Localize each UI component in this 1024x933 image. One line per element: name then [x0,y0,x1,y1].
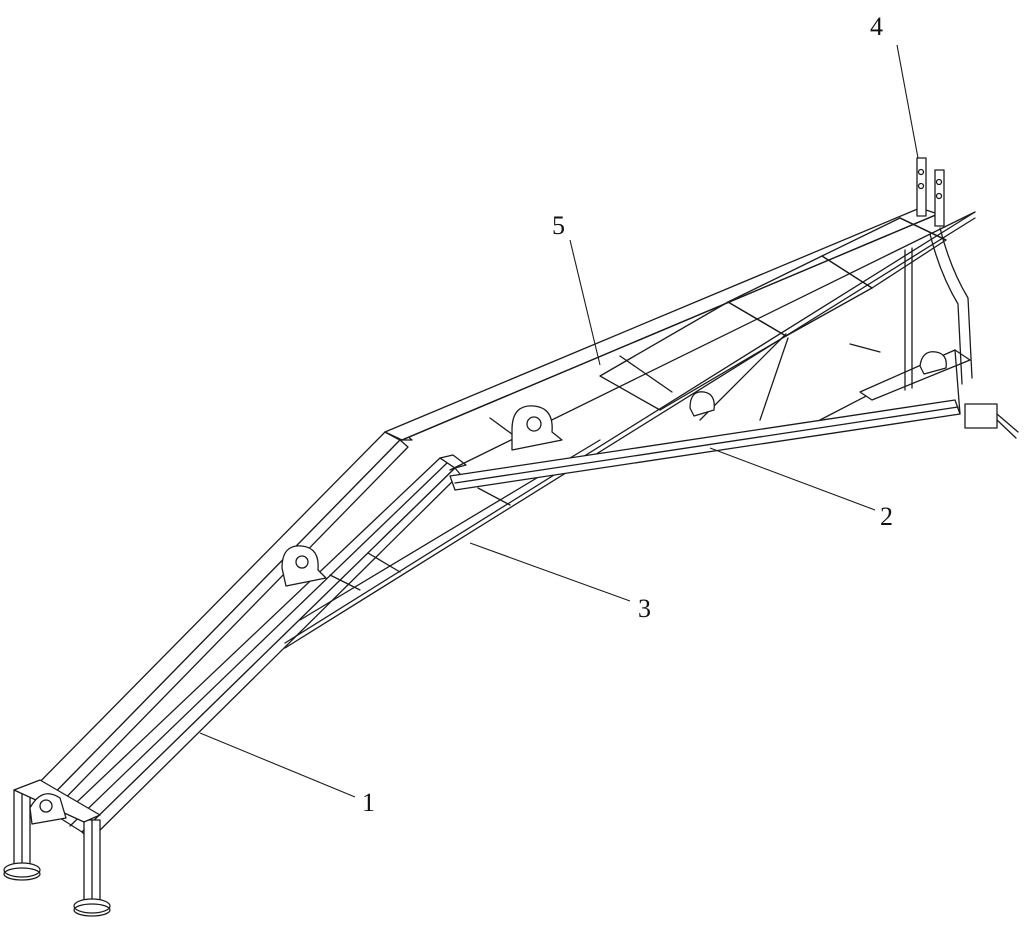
leader-lines [199,44,919,798]
support-legs [3,779,111,917]
callout-4: 4 [870,12,883,41]
callout-5: 5 [552,211,565,240]
mounting-lugs-part-4 [904,157,973,391]
callout-3: 3 [638,594,651,623]
drive-shaft [849,343,1019,439]
callout-2: 2 [880,502,893,531]
callout-1: 1 [362,788,375,817]
upper-box-frame-part-5 [384,207,976,471]
base-beam-part-1 [21,429,467,841]
bearing-blocks [281,351,947,587]
